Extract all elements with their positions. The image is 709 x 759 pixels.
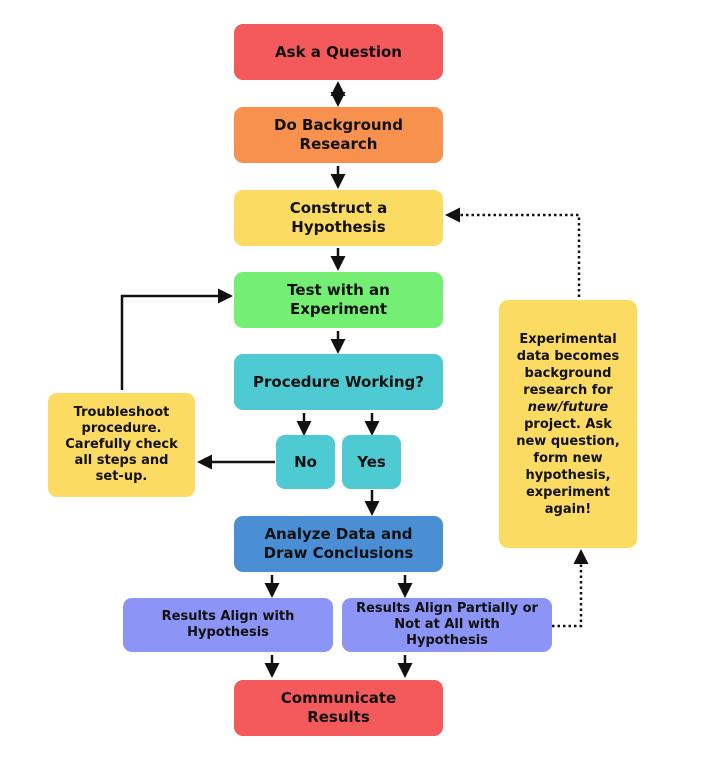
analyze-data-label: Analyze Data and Draw Conclusions <box>263 525 414 562</box>
yes-box: Yes <box>342 435 401 489</box>
ask-question-box: Ask a Question <box>234 24 443 80</box>
experimental-data-label: Experimental data becomes background res… <box>513 331 623 518</box>
troubleshoot-label: Troubleshoot procedure. Carefully check … <box>65 405 178 484</box>
experimental-data-text-start: Experimental data becomes background res… <box>516 331 620 398</box>
ask-question-label: Ask a Question <box>275 42 402 61</box>
hypothesis-label: Construct a Hypothesis <box>289 199 388 236</box>
experimental-data-note: Experimental data becomes background res… <box>499 300 637 548</box>
test-experiment-box: Test with an Experiment <box>234 272 443 328</box>
arrow-experimental-hypothesis <box>445 207 581 297</box>
no-label: No <box>294 452 317 471</box>
results-align-box: Results Align with Hypothesis <box>123 598 333 652</box>
test-experiment-label: Test with an Experiment <box>287 281 390 318</box>
procedure-working-label: Procedure Working? <box>253 372 424 391</box>
experimental-data-text-end: project. Ask new question, form new hypo… <box>516 416 620 517</box>
arrow-partial-experimental <box>552 549 589 628</box>
background-research-label: Do Background Research <box>274 116 403 153</box>
experimental-data-emphasis: new/future <box>527 399 609 415</box>
procedure-working-box: Procedure Working? <box>234 354 443 410</box>
communicate-results-box: Communicate Results <box>234 680 443 736</box>
results-partial-label: Results Align Partially or Not at All wi… <box>356 601 538 648</box>
yes-label: Yes <box>357 452 386 471</box>
analyze-data-box: Analyze Data and Draw Conclusions <box>234 516 443 572</box>
results-align-label: Results Align with Hypothesis <box>161 609 295 640</box>
hypothesis-box: Construct a Hypothesis <box>234 190 443 246</box>
results-partial-box: Results Align Partially or Not at All wi… <box>342 598 552 652</box>
communicate-results-label: Communicate Results <box>280 689 397 726</box>
troubleshoot-note: Troubleshoot procedure. Carefully check … <box>48 393 195 497</box>
no-box: No <box>276 435 335 489</box>
background-research-box: Do Background Research <box>234 107 443 163</box>
arrow-troubleshoot-test <box>120 288 233 390</box>
